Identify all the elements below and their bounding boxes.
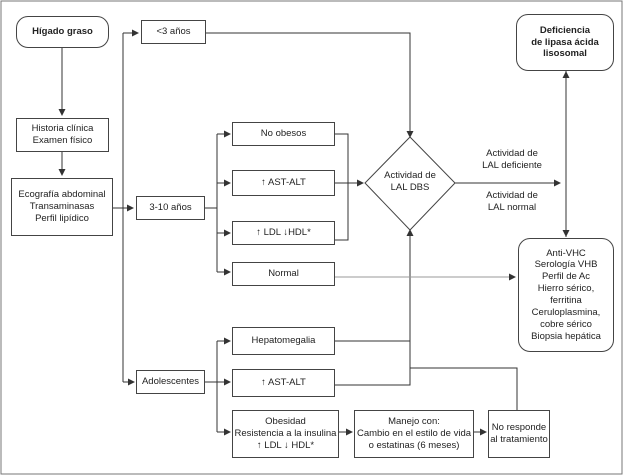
node-hepatomegalia: Hepatomegalia: [232, 327, 335, 355]
node-ldl-hdl: ↑ LDL ↓HDL*: [232, 221, 335, 245]
diamond-actividad-dbs: [364, 136, 456, 231]
node-ast-alt-adolescentes: ↑ AST-ALT: [232, 369, 335, 397]
edge-label-deficiente: Actividad de LAL deficiente: [482, 148, 542, 172]
node-higado-graso: Hígado graso: [16, 16, 109, 48]
node-no-obesos: No obesos: [232, 122, 335, 146]
bracket-right-adolescentes: [335, 340, 411, 386]
diamond-label: Actividad de LAL DBS: [384, 170, 436, 194]
bracket-right-3-10: [335, 133, 349, 241]
node-menos-3-anos: <3 años: [141, 20, 206, 44]
node-no-responde: No responde al tratamiento: [488, 410, 550, 458]
node-estudios-complementarios: Anti-VHC Serología VHB Perfil de Ac Hier…: [518, 238, 614, 352]
node-manejo: Manejo con: Cambio en el estilo de vida …: [354, 410, 474, 458]
node-adolescentes: Adolescentes: [136, 370, 205, 394]
node-ecografia: Ecografía abdominal Transaminasas Perfil…: [11, 178, 113, 236]
node-deficiencia-lal: Deficiencia de lipasa ácida lisosomal: [516, 14, 614, 71]
edge-menos3-diamond: [206, 32, 414, 138]
node-historia-clinica: Historia clínica Examen físico: [16, 118, 109, 152]
edge-label-normal: Actividad de LAL normal: [486, 190, 538, 214]
node-obesidad: Obesidad Resistencia a la insulina ↑ LDL…: [232, 410, 339, 458]
node-3-10-anos: 3-10 años: [136, 196, 205, 220]
edge-noresponde-up: [410, 367, 518, 410]
node-normal: Normal: [232, 262, 335, 286]
node-ast-alt-3-10: ↑ AST-ALT: [232, 170, 335, 196]
